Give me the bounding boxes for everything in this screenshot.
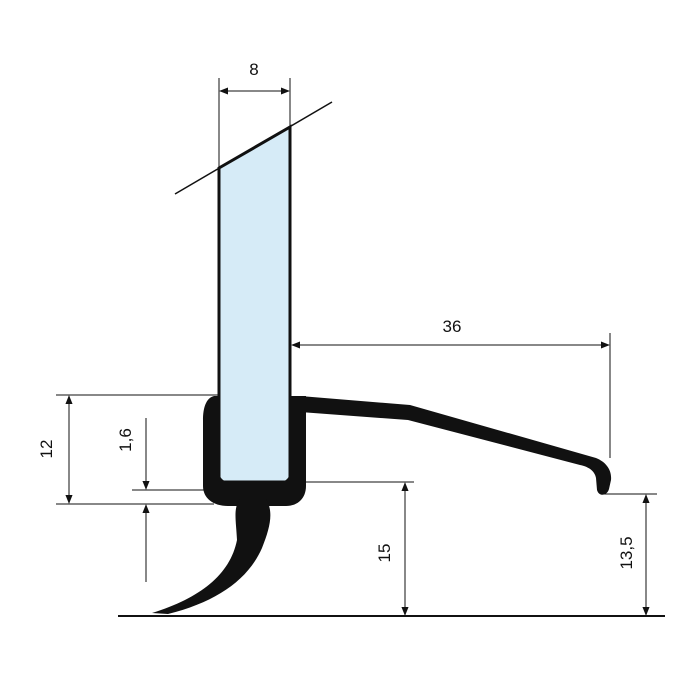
seal-bottom-fin	[152, 499, 271, 614]
dim-13-5-label: 13,5	[617, 536, 636, 569]
glass-panel	[217, 124, 292, 484]
dim-15-label: 15	[375, 544, 394, 563]
dim-12-label: 12	[37, 440, 56, 459]
glass-break-line	[174, 101, 333, 195]
dim-8-label: 8	[249, 60, 258, 79]
dim-1-6-label: 1,6	[116, 428, 135, 452]
seal-deflector-lip	[290, 396, 612, 495]
dim-36-label: 36	[443, 317, 462, 336]
